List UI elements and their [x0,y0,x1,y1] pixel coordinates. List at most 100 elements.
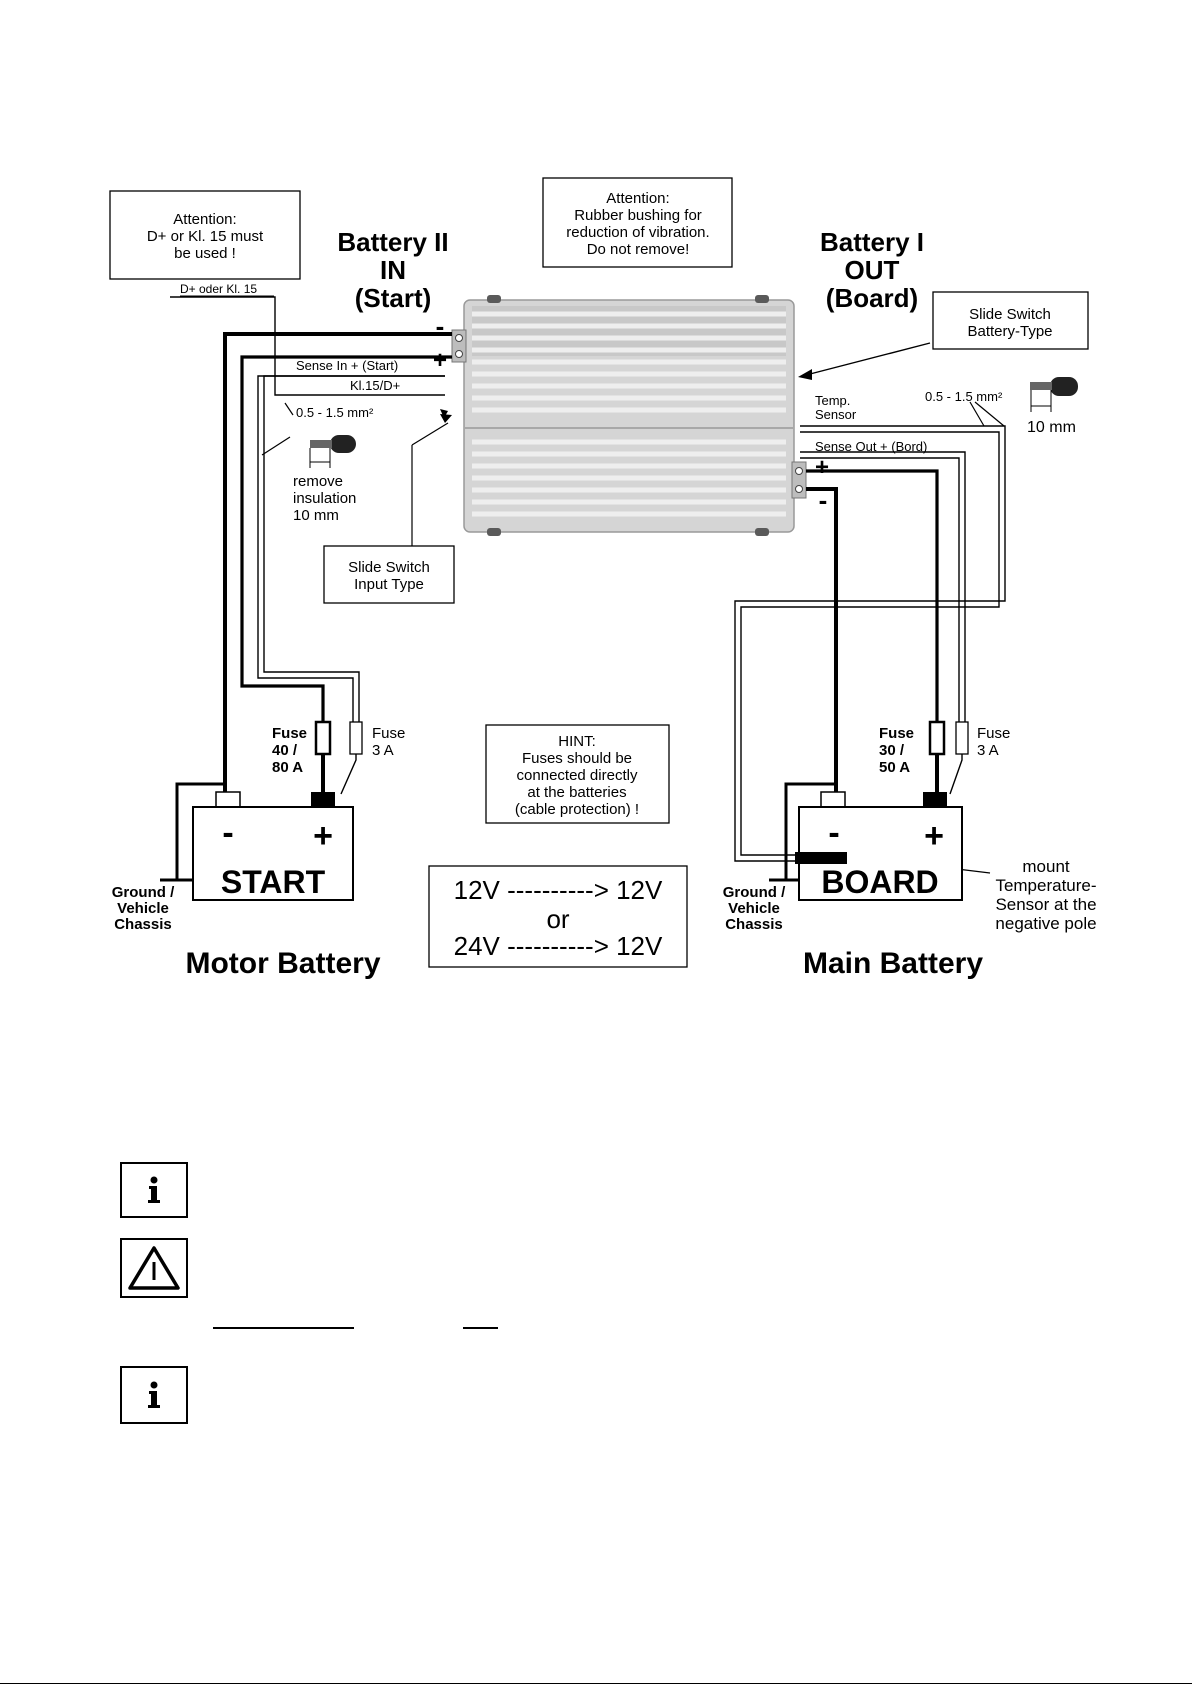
svg-text:reduction of vibration.: reduction of vibration. [566,224,709,241]
svg-text:Slide Switch: Slide Switch [348,559,430,576]
page-bottom-rule [0,1683,1192,1684]
sense-in-label: Sense In + (Start) [296,358,398,373]
svg-text:+: + [924,817,944,855]
svg-text:mount: mount [1022,857,1070,876]
svg-text:at the batteries: at the batteries [527,784,626,801]
insulation-label: remove [293,473,343,490]
board-label: BOARD [821,864,938,900]
svg-text:Attention:: Attention: [173,211,236,228]
cable-end-icon-right [1030,377,1078,412]
svg-text:10 mm: 10 mm [293,507,339,524]
svg-text:or: or [546,904,569,934]
svg-text:Battery-Type: Battery-Type [967,323,1052,340]
dplus-label: D+ oder Kl. 15 [180,282,257,296]
temperature-sensor [795,852,847,864]
input-switch-arrowhead [440,414,452,423]
fuse-main-board: Fuse 30 / 50 A [879,720,946,776]
svg-text:Attention:: Attention: [606,190,669,207]
svg-text:D+ or Kl. 15 must: D+ or Kl. 15 must [147,228,264,245]
ground-label-right: Ground / Vehicle Chassis [723,884,786,933]
device-out-plus: + [815,454,829,481]
svg-text:3 A: 3 A [977,742,999,759]
svg-text:Fuse: Fuse [372,725,405,742]
svg-text:40 /: 40 / [272,742,298,759]
svg-text:Fuse: Fuse [272,725,307,742]
attention-dplus-note: Attention: D+ or Kl. 15 must be used ! [109,190,301,280]
underline-mark-1 [213,1327,354,1329]
underline-mark-2 [463,1327,498,1329]
svg-text:Fuse: Fuse [977,725,1010,742]
svg-text:Battery I: Battery I [820,227,924,257]
info-icon [120,1162,188,1218]
svg-text:(Start): (Start) [355,283,432,313]
warning-triangle-icon [120,1238,188,1298]
rubber-bushing-note: Attention: Rubber bushing for reduction … [542,177,733,268]
svg-text:3 A: 3 A [372,742,394,759]
right-wiring [734,342,1006,880]
svg-text:Do not remove!: Do not remove! [587,241,690,258]
battery-i-heading: Battery I OUT (Board) [820,227,924,313]
device-out-minus: - [819,485,828,515]
svg-text:Slide Switch: Slide Switch [969,306,1051,323]
svg-text:Chassis: Chassis [114,916,172,933]
svg-text:-: - [222,814,233,852]
sense-out-label: Sense Out + (Bord) [815,439,927,454]
svg-text:(cable protection) !: (cable protection) ! [515,801,639,818]
svg-text:(Board): (Board) [826,283,918,313]
device-in-minus: - [436,311,445,341]
start-battery: - + START [192,791,354,901]
fuse-main-start: Fuse 40 / 80 A [272,720,332,776]
svg-text:IN: IN [380,255,406,285]
slide-switch-input-note: Slide Switch Input Type [323,545,455,604]
svg-text:Fuse: Fuse [879,725,914,742]
ground-label-left: Ground / Vehicle Chassis [112,884,175,933]
svg-text:Vehicle: Vehicle [728,900,780,917]
svg-text:12V ----------> 12V: 12V ----------> 12V [454,875,663,905]
svg-text:24V ----------> 12V: 24V ----------> 12V [454,931,663,961]
charger-device [451,295,807,536]
kl15-arrowhead [440,409,448,418]
fuse-small-start: Fuse 3 A [349,721,405,759]
device-in-plus: + [433,347,447,374]
info-icon [120,1366,188,1424]
svg-text:50 A: 50 A [879,759,910,776]
svg-text:HINT:: HINT: [558,733,596,750]
battery-switch-arrowhead [798,369,812,380]
main-battery-caption: Main Battery [803,947,983,980]
voltage-note: 12V ----------> 12V or 24V ----------> 1… [428,865,688,968]
svg-text:-: - [828,814,839,852]
svg-text:OUT: OUT [845,255,900,285]
kl15-label: Kl.15/D+ [350,378,400,393]
svg-text:Ground /: Ground / [723,884,786,901]
fuse-small-board: Fuse 3 A [955,721,1010,759]
svg-text:Ground /: Ground / [112,884,175,901]
svg-text:connected directly: connected directly [517,767,638,784]
svg-text:30 /: 30 / [879,742,905,759]
cable-end-icon-left [309,435,356,468]
svg-text:Rubber bushing for: Rubber bushing for [574,207,702,224]
temp-sensor-label: Temp. [815,393,850,408]
hint-note: HINT: Fuses should be connected directly… [485,724,670,824]
battery-ii-heading: Battery II IN (Start) [337,227,448,313]
svg-text:Sensor: Sensor [815,407,857,422]
svg-text:be used !: be used ! [174,245,236,262]
left-wiring [170,296,452,880]
cross-section-right: 0.5 - 1.5 mm² [925,389,1003,404]
svg-text:Input Type: Input Type [354,576,424,593]
svg-text:Sensor at the: Sensor at the [995,895,1096,914]
motor-battery-caption: Motor Battery [185,947,380,980]
svg-text:Battery II: Battery II [337,227,448,257]
slide-switch-battery-note: Slide Switch Battery-Type [932,291,1089,350]
svg-text:negative pole: negative pole [995,914,1096,933]
svg-text:80 A: 80 A [272,759,303,776]
ten-mm-label: 10 mm [1027,419,1076,436]
svg-text:Chassis: Chassis [725,916,783,933]
svg-text:Vehicle: Vehicle [117,900,169,917]
board-battery: - + BOARD [798,791,963,901]
svg-text:Temperature-: Temperature- [995,876,1096,895]
svg-text:+: + [313,817,333,855]
start-label: START [221,864,326,900]
cross-section-left: 0.5 - 1.5 mm² [296,405,374,420]
svg-text:insulation: insulation [293,490,356,507]
